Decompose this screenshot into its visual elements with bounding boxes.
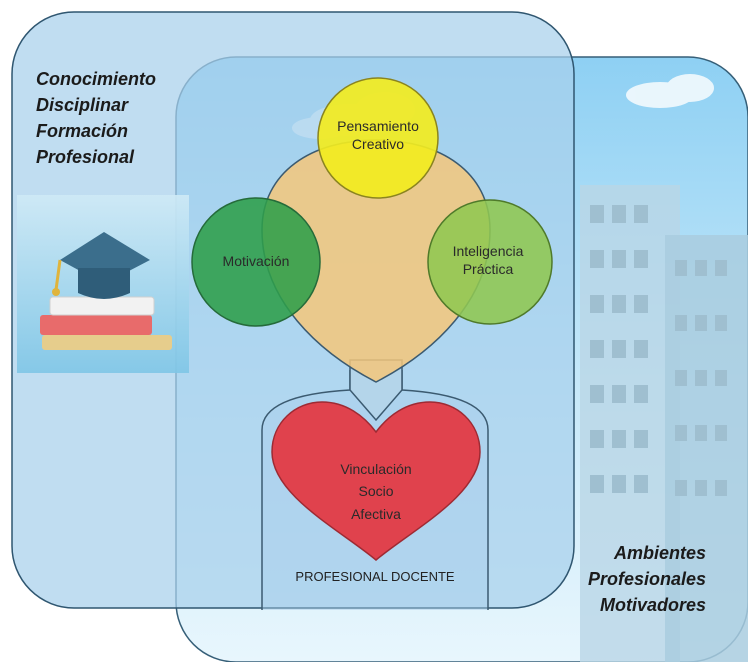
creative-thinking-circle [317, 77, 439, 199]
practical-intelligence-circle [427, 199, 553, 325]
city-buildings-icon [580, 185, 748, 662]
person-label: PROFESIONAL DOCENTE [295, 569, 455, 584]
heart-icon [271, 401, 481, 561]
motivation-circle [191, 197, 321, 327]
person-head [261, 139, 491, 383]
knowledge-title: Conocimiento Disciplinar Formación Profe… [36, 69, 156, 167]
environments-title: Ambientes Profesionales Motivadores [587, 543, 706, 615]
graduation-cap-books-icon [17, 195, 189, 373]
motivation-label: Motivación [222, 253, 290, 269]
